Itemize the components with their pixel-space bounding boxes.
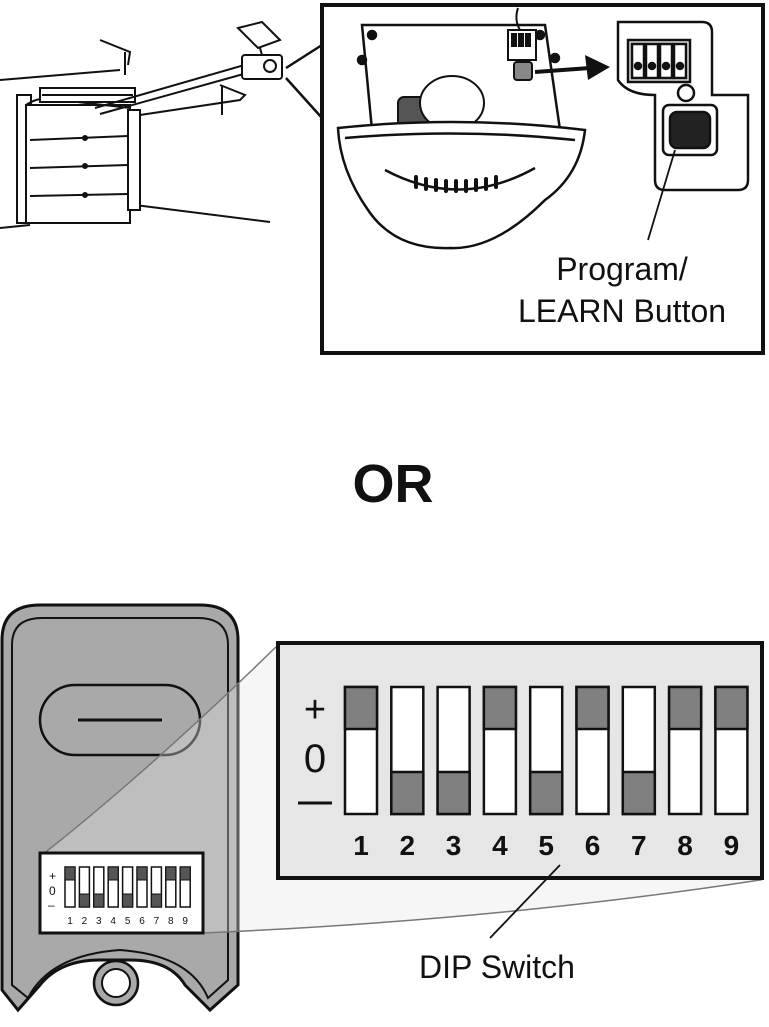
dip-switch-3[interactable]: 3 (436, 685, 471, 861)
small-dip-switch-4: 4 (107, 866, 119, 927)
small-dip-switch-number: 2 (82, 916, 88, 927)
dip-switch-number: 1 (353, 830, 369, 861)
zoom-arrow (534, 55, 610, 80)
dip-switch-number: 5 (538, 830, 554, 861)
dip-switch-number: 7 (631, 830, 647, 861)
garage-scene (0, 20, 283, 229)
dip-switch-2[interactable]: 2 (390, 685, 425, 861)
small-dip-switch-number: 9 (182, 916, 188, 927)
light-lens-cover (336, 120, 587, 250)
small-dip-switch-8: 8 (165, 866, 177, 927)
or-separator: OR (353, 454, 434, 514)
small-dip-switch-number: 3 (96, 916, 102, 927)
dip-leader-line (489, 864, 561, 939)
opener-rail (94, 39, 259, 116)
small-dip-switch-2: 2 (78, 866, 91, 927)
small-dip-switch-number: 1 (67, 916, 73, 927)
zoomed-control-panel (616, 20, 750, 192)
small-dip-switch-number: 7 (154, 916, 160, 927)
dip-switch-knob (575, 685, 610, 731)
dip-switch-knob (343, 685, 379, 731)
garage-door (16, 87, 141, 224)
led-indicator-icon (676, 83, 696, 103)
small-plus-label: + (49, 869, 56, 883)
dip-switch-label: DIP Switch (419, 949, 575, 985)
dip-switch-number: 2 (400, 830, 416, 861)
dip-switch-8[interactable]: 8 (667, 685, 703, 861)
small-minus-label: – (48, 898, 55, 912)
learn-label-line2: LEARN Button (518, 293, 726, 329)
dip-switch-knob (436, 770, 471, 816)
small-dip-switch-1: 1 (64, 866, 76, 927)
small-dip-switch-number: 8 (168, 916, 174, 927)
small-zero-label: 0 (49, 884, 56, 898)
callout-pointer (285, 43, 323, 119)
dip-switch-knob (714, 685, 749, 731)
small-dip-switch-7: 7 (150, 866, 163, 927)
dip-switch-knob (528, 770, 564, 816)
dip-switch-number: 3 (446, 830, 462, 861)
small-dip-switch-number: 4 (110, 916, 116, 927)
dip-zero-label: 0 (304, 737, 326, 781)
dip-switch-knob (390, 770, 425, 816)
dip-switch-7[interactable]: 7 (621, 685, 657, 861)
small-dip-switch-9: 9 (179, 866, 191, 927)
dip-switch-number: 4 (492, 830, 508, 861)
dip-plus-label: + (304, 689, 326, 731)
learn-label-line1: Program/ (556, 251, 688, 287)
dip-switch-number: 8 (677, 830, 693, 861)
dip-switch-9[interactable]: 9 (714, 685, 749, 861)
dip-switch-6[interactable]: 6 (575, 685, 610, 861)
dip-switch-4[interactable]: 4 (482, 685, 518, 861)
opener-motor-head (236, 20, 283, 80)
opener-inset: Program/ LEARN Button (320, 3, 765, 355)
dip-switch-number: 6 (585, 830, 601, 861)
dip-switch-knob (667, 685, 703, 731)
small-dip-switch-number: 5 (125, 916, 131, 927)
learn-button[interactable] (668, 110, 712, 150)
small-dip-switch-number: 6 (139, 916, 145, 927)
dip-switch-number: 9 (724, 830, 740, 861)
dip-switch-1[interactable]: 1 (343, 685, 379, 861)
small-dip-switch-5: 5 (121, 866, 134, 927)
lens-vents (414, 175, 498, 193)
dip-switch-knob (621, 770, 657, 816)
small-dip-switch-3: 3 (93, 866, 105, 927)
learn-leader-line (647, 149, 676, 241)
small-dip-switch-6: 6 (136, 866, 148, 927)
terminal-block-small (507, 7, 537, 81)
dip-switch-knob (482, 685, 518, 731)
dip-switch-5[interactable]: 5 (528, 685, 564, 861)
